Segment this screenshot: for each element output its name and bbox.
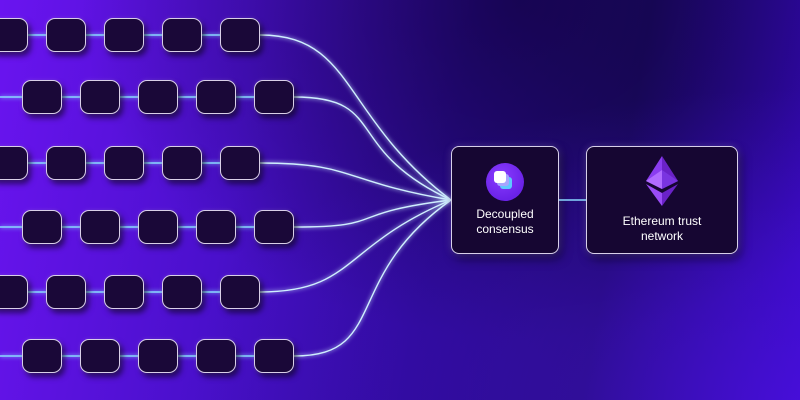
ethereum-trust-network-node: Ethereum trust network: [586, 146, 738, 254]
chain-block: [220, 18, 260, 52]
chain-block: [104, 146, 144, 180]
chain-block: [254, 210, 294, 244]
chain-block: [220, 146, 260, 180]
layers-icon: [486, 163, 524, 201]
chain-block: [104, 275, 144, 309]
chain-block: [0, 18, 28, 52]
chain-block: [220, 275, 260, 309]
chain-block: [46, 146, 86, 180]
chain-block: [162, 18, 202, 52]
fan-in-line: [293, 199, 452, 357]
decoupled-consensus-label: Decoupled consensus: [476, 207, 534, 236]
chain-block: [196, 210, 236, 244]
chain-block: [162, 146, 202, 180]
chain-block: [0, 275, 28, 309]
chain-block: [138, 210, 178, 244]
chain-block: [138, 80, 178, 114]
fan-in-line: [259, 199, 452, 293]
chain-block: [22, 80, 62, 114]
fan-in-line: [293, 96, 452, 201]
chain-block: [138, 339, 178, 373]
chain-block: [22, 339, 62, 373]
chain-block: [104, 18, 144, 52]
chain-block: [80, 210, 120, 244]
chain-block: [162, 275, 202, 309]
chain-block: [0, 146, 28, 180]
chain-block: [46, 275, 86, 309]
fan-in-line: [259, 34, 452, 201]
fan-in-line: [293, 199, 452, 228]
ethereum-icon: [646, 156, 678, 206]
decoupled-consensus-node: Decoupled consensus: [451, 146, 559, 254]
chain-block: [196, 339, 236, 373]
chain-block: [254, 339, 294, 373]
chain-block: [80, 80, 120, 114]
fan-in-line: [259, 162, 452, 201]
chain-block: [254, 80, 294, 114]
chain-block: [196, 80, 236, 114]
chain-block: [80, 339, 120, 373]
chain-block: [46, 18, 86, 52]
chain-block: [22, 210, 62, 244]
ethereum-trust-network-label: Ethereum trust network: [622, 214, 702, 243]
